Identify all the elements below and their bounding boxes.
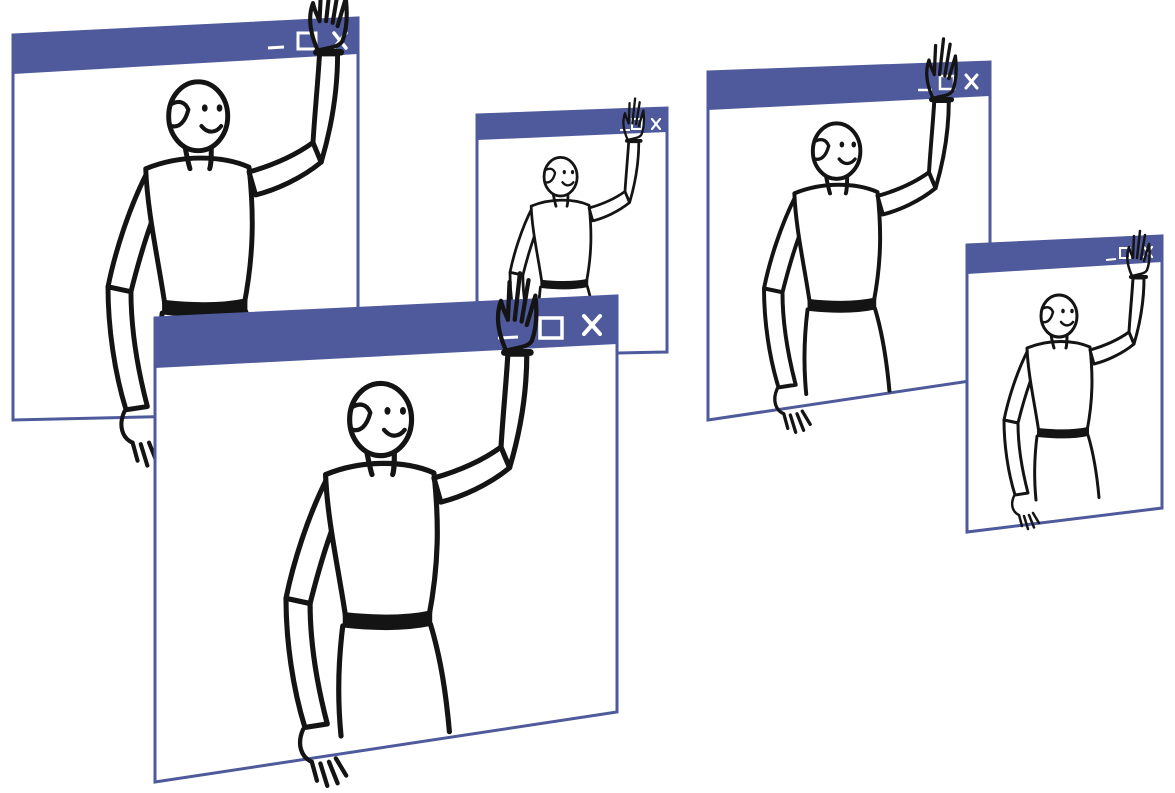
close-icon[interactable] (582, 314, 602, 336)
titlebar[interactable] (477, 108, 667, 140)
titlebar[interactable] (708, 62, 990, 110)
window-right (706, 39, 992, 432)
minimize-icon[interactable] (1105, 258, 1117, 261)
window-far-right (965, 229, 1164, 534)
minimize-icon[interactable] (267, 45, 285, 50)
titlebar[interactable] (967, 236, 1162, 274)
close-icon[interactable] (964, 73, 979, 90)
titlebar[interactable] (13, 18, 358, 74)
window-front-large (153, 273, 619, 786)
maximize-icon[interactable] (538, 316, 564, 340)
titlebar[interactable] (155, 296, 617, 368)
close-icon[interactable] (650, 117, 662, 131)
